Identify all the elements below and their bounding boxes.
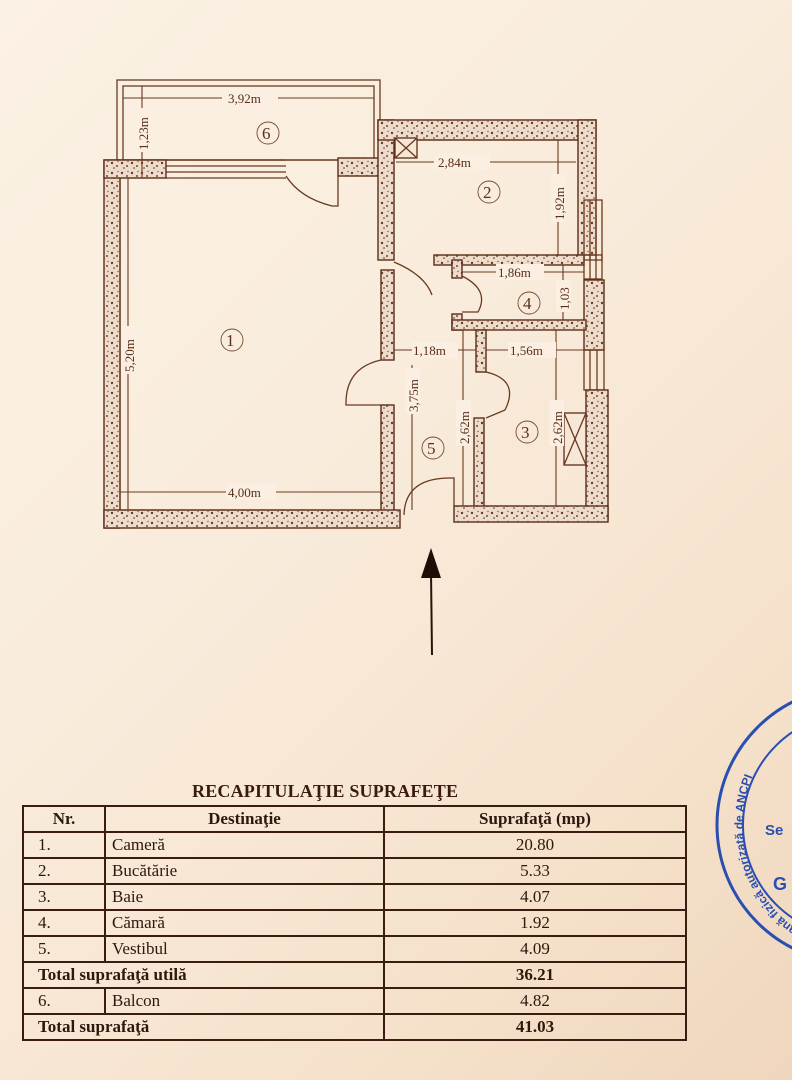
walls <box>103 119 609 529</box>
balcony-window <box>166 159 286 179</box>
total-useful-label: Total suprafaţă utilă <box>22 961 385 989</box>
vent-shaft-kitchen <box>394 137 418 159</box>
stamp-inner-text-1: Se <box>765 822 783 839</box>
row-nr: 6. <box>22 987 106 1015</box>
row-area: 4.07 <box>383 883 687 911</box>
header-nr: Nr. <box>22 805 106 833</box>
room-number-6: 6 <box>262 124 271 143</box>
floor-plan: 3,92m 1,23m 2,84m 1,92m 1,86m 1,03 1,18m… <box>103 79 609 656</box>
row-destination: Balcon <box>104 987 385 1015</box>
row-nr: 5. <box>22 935 106 963</box>
dim-balcony-depth: 1,23m <box>136 117 151 150</box>
total-area: 41.03 <box>383 1013 687 1041</box>
total-useful-area: 36.21 <box>383 961 687 989</box>
header-destination: Destinaţie <box>104 805 385 833</box>
room-number-1: 1 <box>226 331 235 350</box>
table-row: 4. Cămară 1.92 <box>22 909 687 937</box>
row-destination: Baie <box>104 883 385 911</box>
dim-hall-length: 3,75m <box>406 379 421 412</box>
header-area: Suprafaţă (mp) <box>383 805 687 833</box>
table-row: 2. Bucătărie 5.33 <box>22 857 687 885</box>
room-number-5: 5 <box>427 439 436 458</box>
stamp-inner-text-2: G <box>773 874 787 894</box>
dim-hall-width: 1,18m <box>413 343 446 358</box>
row-destination: Cămară <box>104 909 385 937</box>
total-row: Total suprafaţă 41.03 <box>22 1013 687 1041</box>
table-row: 5. Vestibul 4.09 <box>22 935 687 963</box>
dim-balcony-width: 3,92m <box>228 91 261 106</box>
dimension-lines <box>120 86 584 510</box>
dim-pantry-depth: 1,03 <box>557 287 572 310</box>
area-summary-table: Nr. Destinaţie Suprafaţă (mp) 1. Cameră … <box>22 805 687 1041</box>
table-row: 6. Balcon 4.82 <box>22 987 687 1015</box>
summary-title: RECAPITULAŢIE SUPRAFEŢE <box>192 781 459 801</box>
row-nr: 2. <box>22 857 106 885</box>
row-area: 20.80 <box>383 831 687 859</box>
dim-kitchen-width: 2,84m <box>438 155 471 170</box>
row-nr: 1. <box>22 831 106 859</box>
doors <box>285 175 511 516</box>
room-number-4: 4 <box>523 294 532 313</box>
room-number-3: 3 <box>521 423 530 442</box>
dimension-labels: 3,92m 1,23m 2,84m 1,92m 1,86m 1,03 1,18m… <box>121 90 572 500</box>
dim-room-height: 5,20m <box>122 339 137 372</box>
row-nr: 3. <box>22 883 106 911</box>
entrance-arrow-icon <box>421 548 441 656</box>
official-stamp: Persoană fizică autorizată de ANCPI Se G <box>715 700 792 955</box>
table-row: 1. Cameră 20.80 <box>22 831 687 859</box>
dim-room-width: 4,00m <box>228 485 261 500</box>
table-header-row: Nr. Destinaţie Suprafaţă (mp) <box>22 805 687 833</box>
dim-kitchen-depth: 1,92m <box>552 187 567 220</box>
total-label: Total suprafaţă <box>22 1013 385 1041</box>
vent-shaft-bath <box>563 412 587 466</box>
dim-bath-depth: 2,62m <box>550 411 565 444</box>
row-area: 4.09 <box>383 935 687 963</box>
row-area: 5.33 <box>383 857 687 885</box>
row-area: 4.82 <box>383 987 687 1015</box>
dim-hall-inner: 2,62m <box>457 411 472 444</box>
row-nr: 4. <box>22 909 106 937</box>
room-number-2: 2 <box>483 183 492 202</box>
total-useful-row: Total suprafaţă utilă 36.21 <box>22 961 687 989</box>
room-labels: 1 2 3 4 5 6 <box>220 121 541 460</box>
row-destination: Bucătărie <box>104 857 385 885</box>
row-destination: Vestibul <box>104 935 385 963</box>
row-area: 1.92 <box>383 909 687 937</box>
table-row: 3. Baie 4.07 <box>22 883 687 911</box>
dim-pantry-width: 1,86m <box>498 265 531 280</box>
row-destination: Cameră <box>104 831 385 859</box>
dim-bath-width: 1,56m <box>510 343 543 358</box>
